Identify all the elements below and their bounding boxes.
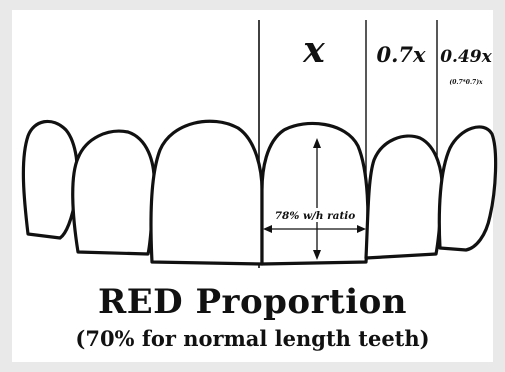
- tooth-right-lateral: [366, 136, 442, 258]
- lateral-width-label: 0.7x: [376, 42, 426, 67]
- canine-width-label: 0.49x: [440, 47, 492, 67]
- ratio-label: 78% w/h ratio: [275, 210, 356, 222]
- tooth-left-central: [151, 121, 262, 264]
- diagram-subtitle: (70% for normal length teeth): [0, 326, 505, 351]
- canine-formula-label: (0.7*0.7)x: [449, 79, 483, 86]
- tooth-right-canine: [439, 127, 495, 250]
- central-width-label: x: [302, 29, 325, 71]
- tooth-left-canine: [23, 121, 77, 238]
- diagram-title: RED Proportion: [0, 282, 505, 322]
- tooth-left-lateral: [73, 131, 155, 254]
